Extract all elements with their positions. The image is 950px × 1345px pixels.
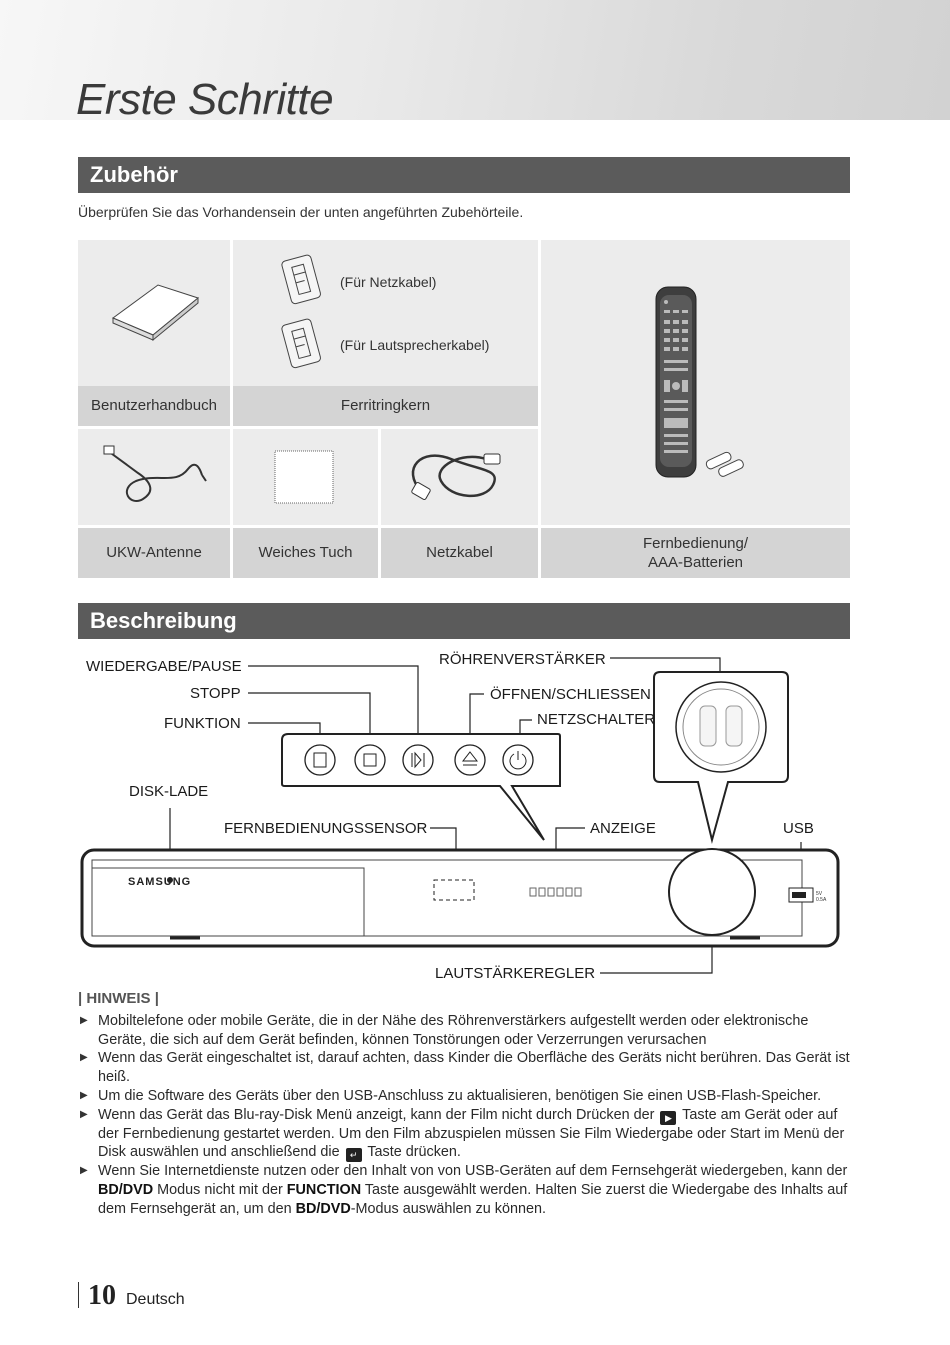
note-text-5b: BD/DVD xyxy=(98,1181,154,1198)
note-item: ▶Wenn Sie Internetdienste nutzen oder de… xyxy=(80,1163,848,1217)
note-item: ▶Mobiltelefone oder mobile Geräte, die i… xyxy=(80,1013,809,1048)
leader-volume xyxy=(600,938,713,974)
note-list: ▶ Mobiltelefone oder mobile Geräte, die i… xyxy=(78,1012,853,1218)
callout-volume: LAUTSTÄRKEREGLER xyxy=(435,965,596,982)
callout-open-close: ÖFFNEN/SCHLIESSEN xyxy=(490,686,651,703)
callout-disc-tray: DISK-LADE xyxy=(129,783,209,800)
leader-tube-amp xyxy=(610,657,721,675)
usb-spec-2: 0.5A xyxy=(816,897,827,903)
remote-control-icon xyxy=(655,286,744,478)
accessories-table: (Für Netzkabel) (Für Lautsprecherkabel) xyxy=(78,240,850,578)
ferrite-speaker-label: (Für Lautsprecherkabel) xyxy=(340,337,490,353)
tube-amp-window xyxy=(675,681,767,773)
ferrite-power-label: (Für Netzkabel) xyxy=(340,274,437,290)
play-pause-button xyxy=(402,744,434,776)
note-text-5f: BD/DVD xyxy=(295,1200,351,1217)
note-text-4b: Taste am Gerät oder auf der Fernbedienun… xyxy=(98,1106,845,1161)
function-button xyxy=(304,744,336,776)
note-item: ▶Wenn das Gerät eingeschaltet ist, darau… xyxy=(80,1050,850,1086)
label-soft-cloth: Weiches Tuch xyxy=(233,528,378,578)
label-power-cable: Netzkabel xyxy=(381,528,538,578)
note-text-2: Wenn das Gerät eingeschaltet ist, darauf… xyxy=(98,1050,850,1086)
device-diagram: SAMSUNG 5V 0.5A xyxy=(80,657,840,974)
page-language: Deutsch xyxy=(126,1291,185,1308)
note-text-5a: Wenn Sie Internetdienste nutzen oder den… xyxy=(98,1163,848,1180)
label-remote-line1: Fernbedienung/ xyxy=(642,534,749,552)
zubehoer-intro: Überprüfen Sie das Vorhandensein der unt… xyxy=(78,204,524,220)
leader-play-pause xyxy=(248,665,419,752)
cloth-image-cell xyxy=(233,429,378,525)
page-number: 10 xyxy=(88,1280,116,1311)
callout-remote-sensor: FERNBEDIENUNGSSENSOR xyxy=(224,820,428,837)
disc-tray xyxy=(91,867,365,937)
label-manual: Benutzerhandbuch xyxy=(78,386,230,426)
label-fm-antenna: UKW-Antenne xyxy=(78,528,230,578)
open-close-button xyxy=(454,744,486,776)
note-text-4a: Wenn das Gerät das Blu-ray-Disk Menü anz… xyxy=(98,1106,655,1123)
enter-key-icon: ↵ xyxy=(345,1148,362,1163)
section-heading-zubehoer: Zubehör xyxy=(78,157,850,193)
callout-usb: USB xyxy=(783,820,814,837)
callout-stop: STOPP xyxy=(190,685,241,702)
note-text-5e: Taste ausgewählt werden. Halten Sie zuer… xyxy=(98,1181,848,1217)
label-ferrite: Ferritringkern xyxy=(233,386,538,426)
leader-stop xyxy=(248,692,371,752)
page-title: Erste Schritte xyxy=(76,75,334,124)
power-cable-icon xyxy=(411,453,501,500)
leader-open-close xyxy=(469,693,484,752)
note-item: ▶Um die Software des Geräts über den USB… xyxy=(80,1087,822,1104)
fm-antenna-image-cell xyxy=(78,429,230,525)
manual-icon xyxy=(111,284,200,342)
device-body xyxy=(80,848,840,948)
usb-spec-1: 5V xyxy=(816,891,823,897)
footer-divider xyxy=(78,1282,79,1308)
remote-image-cell xyxy=(541,240,850,525)
note-heading: | HINWEIS | xyxy=(78,990,159,1007)
section-heading-beschreibung: Beschreibung xyxy=(78,603,850,639)
note-item: ▶ Wenn das Gerät das Blu-ray-Disk Menü an… xyxy=(80,1106,845,1163)
note-text-5c: Modus nicht mit der xyxy=(157,1181,283,1198)
note-text-3: Um die Software des Geräts über den USB-… xyxy=(98,1087,822,1104)
note-text-5d: FUNCTION xyxy=(286,1181,362,1198)
button-panel-callout xyxy=(281,733,561,841)
play-key-icon: ▶ xyxy=(660,1110,677,1125)
fm-antenna-icon xyxy=(103,445,207,502)
callout-display: ANZEIGE xyxy=(590,820,656,837)
volume-knob xyxy=(668,848,756,936)
manual-image-cell xyxy=(78,240,230,386)
ferrite-image-cell: (Für Netzkabel) (Für Lautsprecherkabel) xyxy=(233,240,538,386)
note-text-4c: Taste drücken. xyxy=(367,1144,461,1161)
label-remote: Fernbedienung/ AAA-Batterien xyxy=(541,528,850,578)
callout-tube-amp: RÖHRENVERSTÄRKER xyxy=(439,651,606,668)
power-cable-image-cell xyxy=(381,429,538,525)
soft-cloth-icon xyxy=(274,450,334,504)
callout-power-switch: NETZSCHALTER xyxy=(537,711,656,728)
stop-button xyxy=(354,744,386,776)
note-text-5g: -Modus auswählen zu können. xyxy=(350,1200,546,1217)
callout-play-pause: WIEDERGABE/PAUSE xyxy=(86,658,242,675)
header-band xyxy=(0,0,950,120)
label-remote-line2: AAA-Batterien xyxy=(647,554,744,571)
callout-function: FUNKTION xyxy=(164,715,241,732)
ferrite-core-icon xyxy=(281,254,321,369)
device-brand-logo: SAMSUNG xyxy=(128,876,191,888)
remote-sensor xyxy=(433,879,475,901)
note-text-1: Mobiltelefone oder mobile Geräte, die in… xyxy=(98,1013,809,1048)
